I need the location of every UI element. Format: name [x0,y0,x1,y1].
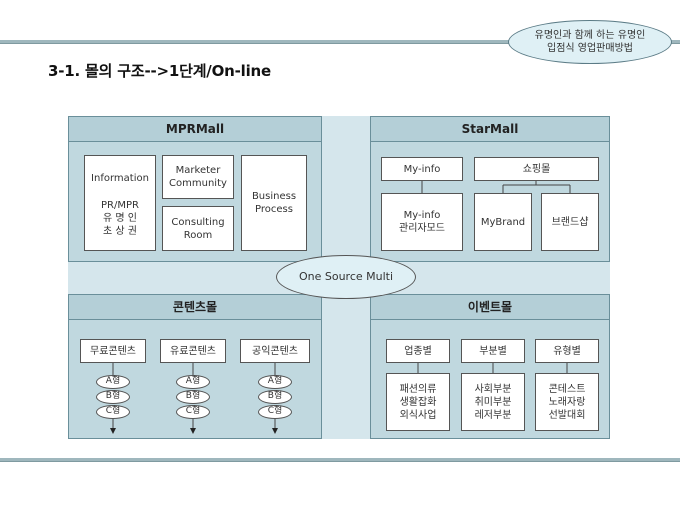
free-contents-label: 무료콘텐츠 [90,345,136,357]
contentsmall-header: 콘텐츠몰 [69,295,321,320]
industry-category-label: 업종별 [404,345,432,357]
section-detail-box: 사회부분 취미부분 레저부분 [461,373,525,431]
type-oval-c: C형 [96,405,130,419]
type-oval-c: C형 [258,405,292,419]
type-category-label: 유형별 [553,345,581,357]
section-line-3: 레저부분 [474,409,512,421]
arrow-down-icon [110,428,116,434]
industry-category-box: 업종별 [386,339,450,363]
type-line-1: 콘테스트 [548,383,586,395]
eventmall-header: 이벤트몰 [371,295,609,320]
starmall-header: StarMall [371,117,609,142]
type-category-box: 유형별 [535,339,599,363]
section-category-label: 부분별 [479,345,507,357]
myinfo-label: My-info [403,163,441,175]
arrow-down-icon [272,428,278,434]
shoppingmall-box: 쇼핑몰 [474,157,599,181]
bottom-divider [0,458,680,462]
information-label: Information [91,173,149,184]
pr-line-2: 유 명 인 [103,213,137,224]
type-line-2: 노래자랑 [548,396,586,408]
marketer-community-box: Marketer Community [162,155,234,199]
top-divider [0,40,680,44]
badge-line-2: 입점식 영업판매방법 [547,43,633,54]
consulting-room-box: Consulting Room [162,206,234,251]
arrow-down-icon [190,428,196,434]
section-line-1: 사회부분 [474,383,512,395]
mybrand-box: MyBrand [474,193,532,251]
public-contents-label: 공익콘텐츠 [252,345,298,357]
type-oval-a: A형 [258,375,292,389]
marketer-label: Marketer Community [169,165,227,189]
myinfo-manage-line-2: 관리자모드 [399,223,445,234]
pr-line-3: 초 상 권 [103,226,137,237]
type-oval-a: A형 [96,375,130,389]
industry-line-3: 외식사업 [399,409,437,421]
industry-line-1: 패션의류 [399,383,437,395]
industry-detail-box: 패션의류 생활잡화 외식사업 [386,373,450,431]
pr-line-1: PR/MPR [101,200,139,211]
type-detail-box: 콘테스트 노래자랑 선발대회 [535,373,599,431]
brandshop-label: 브랜드샵 [551,216,589,228]
consulting-label: Consulting Room [171,216,225,241]
industry-line-2: 생활잡화 [399,396,437,408]
slogan-badge: 유명인과 함께 하는 유명인 입점식 영업판매방법 [508,20,672,64]
mybrand-label: MyBrand [480,216,526,228]
type-oval-c: C형 [176,405,210,419]
type-oval-a: A형 [176,375,210,389]
myinfo-manage-box: My-info 관리자모드 [381,193,463,251]
one-source-multi-oval: One Source Multi [276,255,416,299]
shoppingmall-label: 쇼핑몰 [522,163,551,175]
section-category-box: 부분별 [461,339,525,363]
badge-line-1: 유명인과 함께 하는 유명인 [534,30,646,41]
brandshop-box: 브랜드샵 [541,193,599,251]
type-line-3: 선발대회 [548,409,586,421]
myinfo-manage-line-1: My-info [403,210,441,221]
myinfo-box: My-info [381,157,463,181]
public-contents-box: 공익콘텐츠 [240,339,310,363]
page-title: 3-1. 몰의 구조-->1단계/On-line [48,62,271,80]
mprmall-header: MPRMall [69,117,321,142]
type-oval-b: B형 [96,390,130,404]
section-line-2: 취미부분 [474,396,512,408]
paid-contents-label: 유료콘텐츠 [170,345,216,357]
business-process-box: Business Process [241,155,307,251]
type-oval-b: B형 [176,390,210,404]
information-box: Information PR/MPR 유 명 인 초 상 권 [84,155,156,251]
free-contents-box: 무료콘텐츠 [80,339,146,363]
business-label: Business Process [251,191,297,215]
paid-contents-box: 유료콘텐츠 [160,339,226,363]
type-oval-b: B형 [258,390,292,404]
